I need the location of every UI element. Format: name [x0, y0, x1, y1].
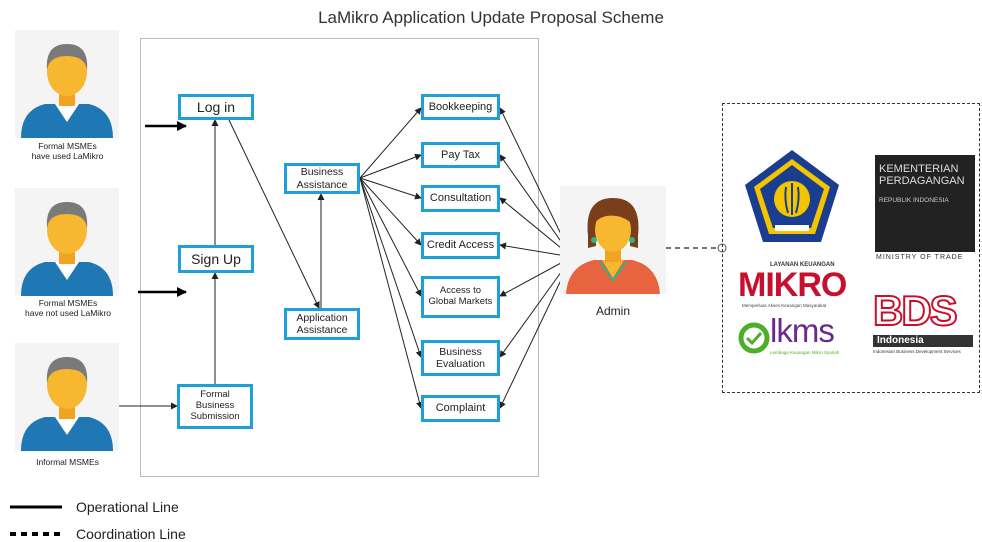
- kemendag-line1: KEMENTERIAN: [879, 163, 959, 175]
- service-credit-access-box: Credit Access: [421, 232, 500, 259]
- fan-out-lines: [359, 107, 423, 409]
- service-consultation-box: Consultation: [421, 185, 500, 212]
- admin-avatar-icon: [560, 186, 666, 294]
- user-label-formal-not-used: Formal MSMEs have not used LaMikro: [25, 298, 111, 319]
- business-assistance-box: Business Assistance: [284, 163, 360, 194]
- formal-submission-box: Formal Business Submission: [177, 384, 253, 429]
- mikro-sub-text: Memperluas Akses Keuangan Masyarakat: [742, 303, 827, 308]
- app-frame: [140, 38, 539, 477]
- service-global-markets-box: Access to Global Markets: [421, 276, 500, 318]
- bds-bar: Indonesia: [873, 335, 973, 347]
- user-avatar-icon: [15, 343, 119, 451]
- service-bookkeeping-box: Bookkeeping: [421, 94, 500, 120]
- user-avatar-icon: [15, 188, 119, 296]
- bds-bar-text: Indonesia: [877, 335, 924, 346]
- diagram-title: LaMikro Application Update Proposal Sche…: [318, 8, 664, 27]
- service-business-evaluation-box: Business Evaluation: [421, 340, 500, 376]
- application-assistance-box: Application Assistance: [284, 308, 360, 340]
- login-box: Log in: [178, 94, 254, 120]
- lkms-main-text: lkms: [770, 312, 835, 349]
- mikro-main-text: MIKRO: [738, 266, 847, 304]
- bds-sub-text: Indonesian Business Development Services: [873, 349, 961, 354]
- ministry-of-trade-caption: MINISTRY OF TRADE: [876, 254, 964, 261]
- mikro-top-text: LAYANAN KEUANGAN: [770, 262, 835, 268]
- bds-main-text: BDS: [872, 286, 959, 335]
- arrow-login-to-application: [228, 119, 320, 309]
- kemendag-line2: PERDAGANGAN: [879, 175, 965, 187]
- user-label-informal: Informal MSMEs: [36, 457, 99, 467]
- admin-label: Admin: [595, 304, 630, 318]
- signup-box: Sign Up: [178, 245, 254, 273]
- lkms-emblem-icon: [738, 322, 770, 354]
- legend-coordination-label: Coordination Line: [76, 526, 186, 542]
- service-pay-tax-box: Pay Tax: [421, 142, 500, 168]
- ministry-of-trade-logo: KEMENTERIAN PERDAGANGAN REPUBLIK INDONES…: [875, 155, 975, 252]
- user-label-formal-used: Formal MSMEs have used LaMikro: [31, 141, 104, 162]
- service-complaint-box: Complaint: [421, 395, 500, 422]
- user-avatar-icon: [15, 30, 119, 138]
- partners-box: [722, 103, 980, 393]
- lkms-sub-text: Lembaga Keuangan Mikro Syariah: [770, 350, 840, 355]
- legend-operational-label: Operational Line: [76, 499, 179, 515]
- kemendag-line3: REPUBLIK INDONESIA: [879, 197, 949, 204]
- ministry-of-finance-emblem-icon: [745, 150, 839, 242]
